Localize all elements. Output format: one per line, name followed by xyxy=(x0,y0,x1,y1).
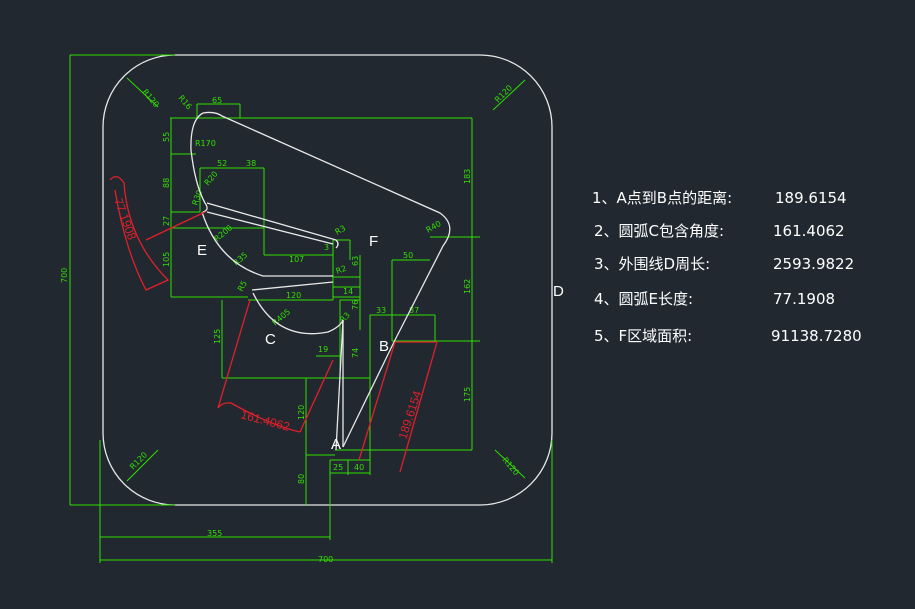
dim-w120: 120 xyxy=(286,291,301,300)
dim-r16: R16 xyxy=(176,94,193,112)
answer-list: 1、A点到B点的距离: 189.6154 2、圆弧C包含角度: 161.4062… xyxy=(592,189,862,345)
dim-h183: 183 xyxy=(463,169,472,184)
answer-2-label: 2、圆弧C包含角度: xyxy=(594,222,724,240)
dim-h162: 162 xyxy=(463,279,472,294)
answer-1-label: 1、A点到B点的距离: xyxy=(592,189,732,207)
dim-r2: R2 xyxy=(335,264,348,276)
answer-5-value: 91138.7280 xyxy=(771,327,862,345)
dim-w50: 50 xyxy=(403,251,413,260)
answer-2-value: 161.4062 xyxy=(773,222,845,240)
dim-w38: 38 xyxy=(246,159,256,168)
answer-1-value: 189.6154 xyxy=(775,189,847,207)
dim-r40: R40 xyxy=(425,219,443,235)
label-f: F xyxy=(369,233,378,250)
part-outline xyxy=(190,111,451,451)
label-c: C xyxy=(265,331,276,348)
dim-w87: 87 xyxy=(409,306,419,315)
dim-h88: 88 xyxy=(162,178,171,188)
label-b: B xyxy=(379,338,389,355)
dim-h105: 105 xyxy=(162,252,171,267)
dim-h175: 175 xyxy=(463,387,472,402)
corner-radius-leaders xyxy=(126,77,526,482)
dim-r5: R5 xyxy=(236,279,249,293)
dim-h27: 27 xyxy=(162,216,171,226)
dim-w52: 52 xyxy=(217,159,227,168)
dim-radius-tr: R120 xyxy=(493,83,514,104)
dim-w25: 25 xyxy=(333,463,343,472)
arc-c-angle-label: 161.4062 xyxy=(239,407,291,434)
outer-boundary-d xyxy=(102,54,553,506)
dim-w14: 14 xyxy=(343,287,353,296)
dim-r20: R20 xyxy=(203,169,220,187)
dim-r170: R170 xyxy=(195,139,216,148)
red-measurements xyxy=(109,176,438,473)
dim-h80: 80 xyxy=(297,474,306,484)
answer-4-value: 77.1908 xyxy=(773,290,835,308)
label-a: A xyxy=(331,436,341,453)
dim-r405: R405 xyxy=(271,307,293,327)
answer-3-label: 3、外围线D周长: xyxy=(594,255,710,273)
dim-overall-height: 700 xyxy=(60,268,69,283)
dim-radius-bl: R120 xyxy=(128,450,149,471)
dim-w3: 3 xyxy=(324,243,329,252)
dim-w33: 33 xyxy=(376,306,386,315)
ab-distance-label: 189.6154 xyxy=(396,389,425,441)
answer-4-label: 4、圆弧E长度: xyxy=(594,290,693,308)
dim-radius-tl: R120 xyxy=(140,88,160,110)
label-e: E xyxy=(197,242,207,259)
dim-radius-br: R120 xyxy=(500,456,520,478)
dim-w65: 65 xyxy=(212,96,222,105)
overall-dimensions xyxy=(69,54,553,563)
dim-w107: 107 xyxy=(289,255,304,264)
answer-3-value: 2593.9822 xyxy=(773,255,854,273)
dim-overall-width: 700 xyxy=(318,555,333,564)
dim-w19: 19 xyxy=(318,345,328,354)
dim-h63: 63 xyxy=(351,256,360,266)
label-d: D xyxy=(553,283,564,300)
arc-e-length-label: 77.1908 xyxy=(111,196,139,242)
dim-bottom-width: 355 xyxy=(207,529,222,538)
dim-h55: 55 xyxy=(162,132,171,142)
dim-h74: 74 xyxy=(351,348,360,358)
dim-r3a: R3 xyxy=(334,224,348,237)
dim-h120: 120 xyxy=(297,405,306,420)
answer-5-label: 5、F区域面积: xyxy=(594,327,692,345)
dim-h76: 76 xyxy=(351,300,360,310)
dim-h125: 125 xyxy=(213,329,222,344)
dim-w40: 40 xyxy=(354,463,364,472)
